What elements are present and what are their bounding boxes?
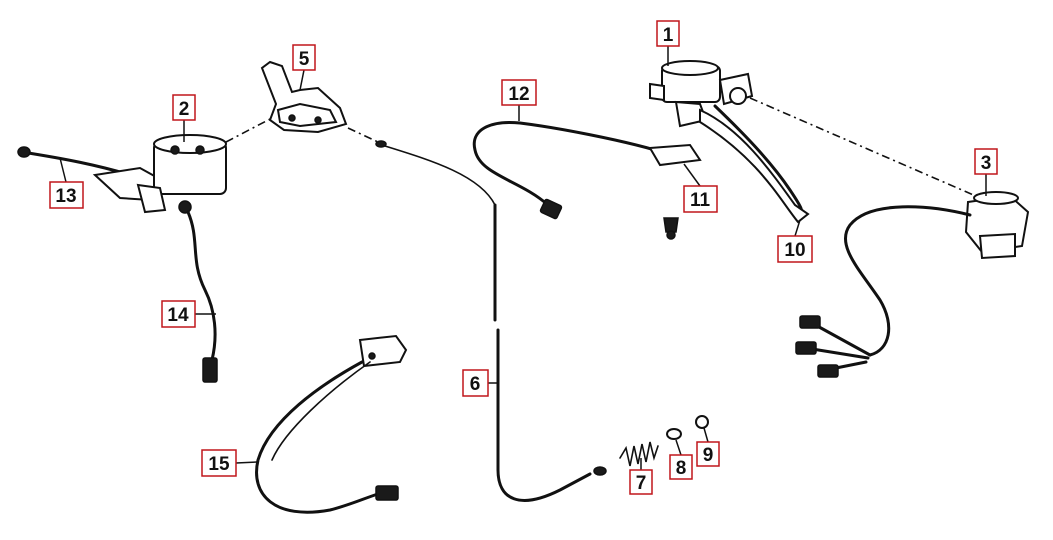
callout-5: 5	[292, 44, 316, 71]
brake-switch-harness	[472, 120, 702, 220]
svg-text:2: 2	[179, 99, 190, 120]
svg-text:5: 5	[299, 49, 310, 70]
handlebar-switch	[795, 191, 1030, 378]
callout-12: 12	[501, 79, 537, 106]
svg-text:14: 14	[167, 305, 189, 326]
callout-11: 11	[683, 185, 718, 213]
spring	[619, 441, 659, 467]
pin	[666, 428, 682, 440]
callout-10: 10	[777, 235, 813, 263]
svg-text:8: 8	[676, 458, 687, 479]
callout-8: 8	[669, 454, 693, 480]
callout-9: 9	[696, 441, 720, 467]
svg-text:1: 1	[663, 25, 674, 46]
svg-text:9: 9	[703, 445, 714, 466]
svg-text:3: 3	[981, 153, 992, 174]
svg-text:11: 11	[690, 190, 711, 211]
callout-6: 6	[462, 369, 489, 397]
callout-7: 7	[629, 469, 653, 495]
callout-1: 1	[656, 20, 680, 47]
callout-2: 2	[172, 94, 196, 121]
svg-text:15: 15	[208, 454, 230, 475]
clutch-cable	[347, 127, 607, 502]
callout-14: 14	[161, 300, 196, 328]
left-master-cylinder	[17, 134, 227, 214]
callout-3: 3	[974, 148, 998, 175]
clutch-lever-bracket	[260, 60, 348, 134]
svg-text:10: 10	[784, 240, 805, 261]
callout-15: 15	[201, 449, 237, 477]
svg-text:6: 6	[470, 374, 481, 395]
right-master-cylinder	[649, 60, 810, 224]
lower-switch-harness	[255, 334, 408, 514]
svg-text:12: 12	[508, 84, 529, 105]
svg-text:7: 7	[636, 473, 647, 494]
left-brake-switch-cable	[186, 210, 218, 383]
bolt	[663, 217, 679, 240]
nut	[695, 415, 709, 429]
svg-text:13: 13	[55, 186, 76, 207]
callout-13: 13	[49, 181, 84, 209]
